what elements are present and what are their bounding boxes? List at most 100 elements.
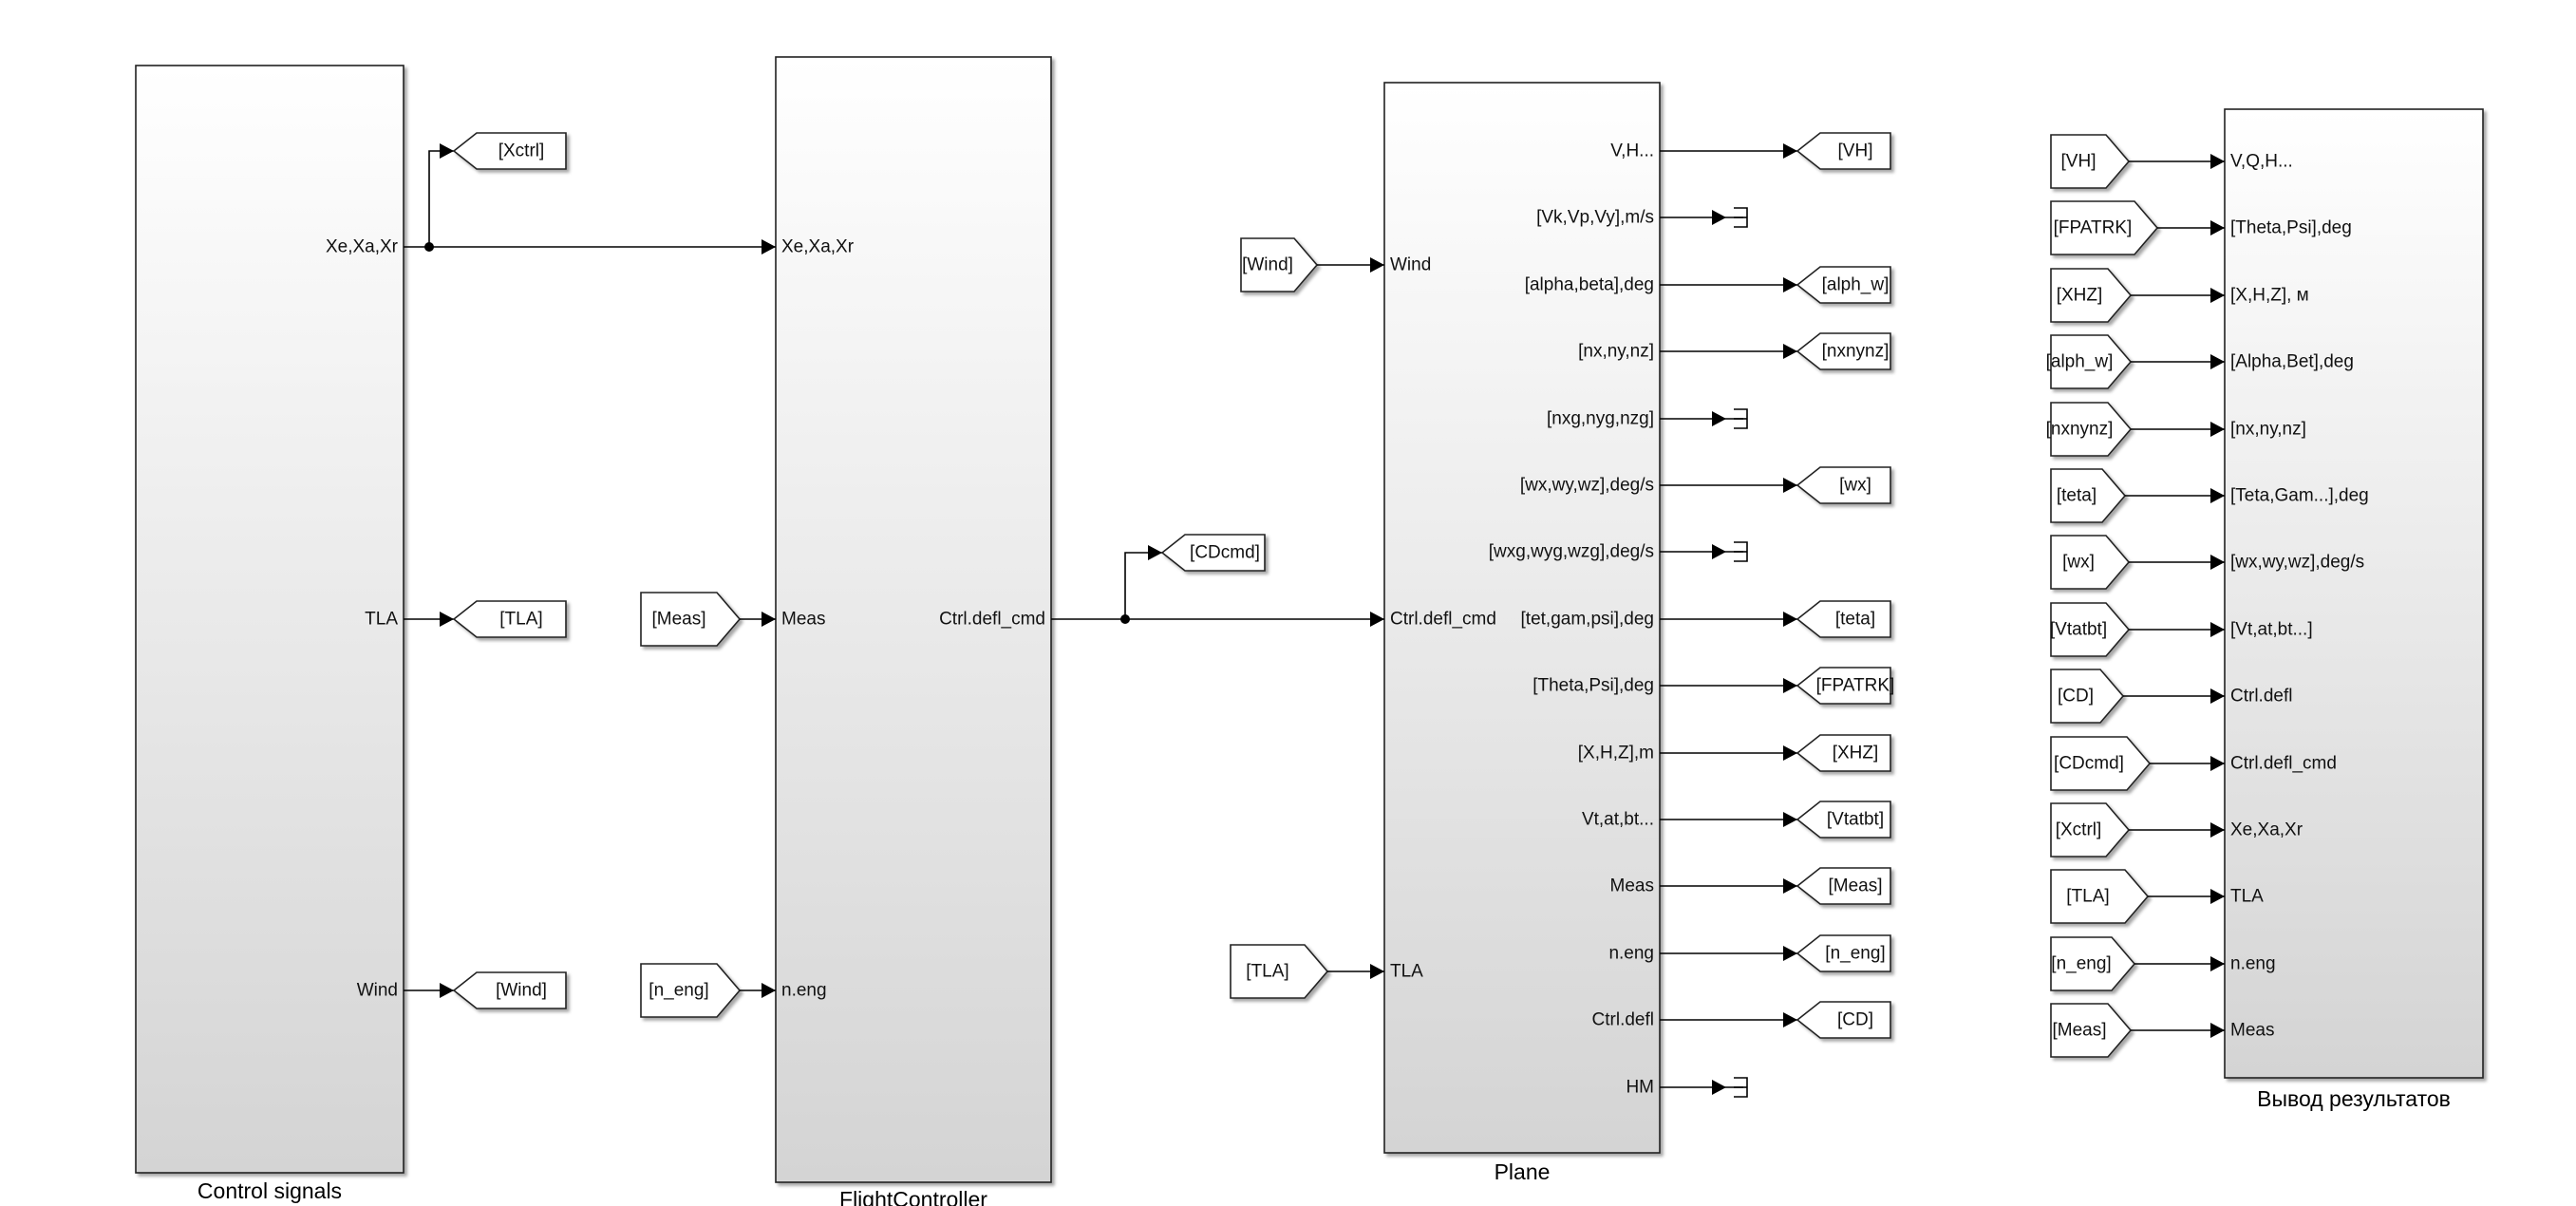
from-results-tag[interactable]: [2050, 134, 2131, 189]
arrow-head: [1783, 1012, 1797, 1027]
arrow-head: [2210, 1023, 2225, 1038]
arrow-head: [2210, 555, 2225, 570]
goto-plane-tag[interactable]: [1796, 600, 1891, 638]
arrow-head: [1712, 210, 1726, 225]
from-tla-plane-label: [TLA]: [1246, 962, 1288, 982]
plane-output-label: [tet,gam,psi],deg: [1521, 610, 1654, 630]
from-results-tag-label: [XHZ]: [2057, 286, 2103, 306]
arrow-head: [1712, 544, 1726, 559]
goto-plane-tag[interactable]: [1796, 667, 1891, 705]
arrow-head: [1783, 678, 1797, 693]
results-input-label: [nx,ny,nz]: [2230, 420, 2306, 440]
results-input-label: [Vt,at,bt...]: [2230, 620, 2313, 640]
goto-plane-tag[interactable]: [1796, 266, 1891, 304]
plane-output-label: [wxg,wyg,wzg],deg/s: [1489, 542, 1654, 562]
from-results-tag[interactable]: [2050, 602, 2131, 657]
arrow-head: [440, 612, 454, 627]
from-n-eng-fc[interactable]: [640, 963, 742, 1018]
goto-tla[interactable]: [452, 600, 567, 638]
from-results-tag[interactable]: [2050, 802, 2131, 857]
goto-xctrl[interactable]: [452, 132, 567, 170]
from-results-tag-label: [n_eng]: [2051, 954, 2111, 974]
results-block[interactable]: [2224, 108, 2484, 1079]
from-results-tag-label: [teta]: [2057, 486, 2097, 506]
from-results-tag-label: [Vtatbt]: [2050, 620, 2107, 640]
goto-plane-tag[interactable]: [1796, 734, 1891, 772]
from-results-tag[interactable]: [2050, 468, 2127, 523]
goto-plane-tag[interactable]: [1796, 934, 1891, 972]
arrow-head: [1783, 277, 1797, 292]
terminator-icon[interactable]: [1726, 541, 1748, 562]
plane-input-label: Wind: [1390, 255, 1431, 275]
from-results-tag[interactable]: [2050, 1003, 2133, 1058]
control-signals-port-label: TLA: [365, 610, 398, 630]
goto-plane-tag[interactable]: [1796, 867, 1891, 905]
results-input-label: Ctrl.defl: [2230, 687, 2292, 707]
goto-plane-tag-label: [CD]: [1837, 1010, 1873, 1030]
from-results-tag[interactable]: [2050, 268, 2133, 323]
from-results-tag[interactable]: [2050, 869, 2150, 924]
arrow-head: [1783, 878, 1797, 894]
plane-title: Plane: [1495, 1159, 1551, 1184]
results-input-label: [Theta,Psi],deg: [2230, 218, 2352, 238]
arrow-head: [1783, 478, 1797, 493]
arrow-head: [1783, 612, 1797, 627]
goto-plane-tag[interactable]: [1796, 1001, 1891, 1039]
arrow-head: [2210, 154, 2225, 169]
from-results-tag[interactable]: [2050, 936, 2136, 991]
goto-plane-tag-label: [n_eng]: [1825, 944, 1885, 964]
flight-controller-input-label: n.eng: [781, 981, 827, 1001]
arrow-head: [1783, 143, 1797, 159]
terminator-icon[interactable]: [1726, 1077, 1748, 1098]
from-results-tag-label: [alph_w]: [2046, 352, 2114, 372]
from-meas-fc[interactable]: [640, 592, 742, 647]
results-input-label: [X,H,Z], м: [2230, 286, 2309, 306]
from-wind-plane[interactable]: [1240, 237, 1319, 292]
from-results-tag[interactable]: [2050, 334, 2133, 389]
from-results-tag[interactable]: [2050, 736, 2152, 791]
from-results-tag[interactable]: [2050, 402, 2133, 457]
flight-controller-input-label: Xe,Xa,Xr: [781, 237, 855, 257]
terminator-icon[interactable]: [1726, 408, 1748, 429]
terminator-icon[interactable]: [1726, 207, 1748, 228]
plane-output-label: Vt,at,bt...: [1582, 810, 1654, 830]
goto-cdcmd[interactable]: [1160, 534, 1266, 572]
control-signals-port-label: Wind: [357, 981, 398, 1001]
arrow-head: [2210, 956, 2225, 971]
goto-plane-tag[interactable]: [1796, 466, 1891, 504]
arrow-head: [1148, 545, 1162, 560]
arrow-head: [2210, 220, 2225, 236]
plane-output-label: [Vk,Vp,Vy],m/s: [1536, 208, 1654, 228]
results-input-label: [wx,wy,wz],deg/s: [2230, 553, 2364, 573]
from-results-tag-label: [Meas]: [2052, 1021, 2106, 1041]
goto-plane-tag-label: [XHZ]: [1833, 744, 1879, 763]
goto-plane-tag-label: [alph_w]: [1822, 275, 1890, 295]
arrow-head: [1783, 946, 1797, 961]
goto-wind[interactable]: [452, 971, 567, 1009]
control-signals-block[interactable]: [135, 65, 404, 1174]
arrow-head: [762, 239, 776, 254]
from-results-tag[interactable]: [2050, 669, 2125, 724]
from-results-tag[interactable]: [2050, 535, 2131, 590]
goto-plane-tag[interactable]: [1796, 132, 1891, 170]
from-results-tag-label: [CD]: [2058, 687, 2094, 707]
from-results-tag-label: [wx]: [2062, 553, 2095, 573]
arrow-head: [2210, 488, 2225, 503]
plane-output-label: V,H...: [1610, 141, 1654, 161]
flight-controller-block[interactable]: [775, 56, 1052, 1183]
arrow-head: [1783, 344, 1797, 359]
results-input-label: Ctrl.defl_cmd: [2230, 754, 2337, 774]
from-results-tag-label: [FPATRK]: [2054, 218, 2133, 238]
from-results-tag-label: [TLA]: [2066, 887, 2109, 907]
from-n-eng-fc-label: [n_eng]: [649, 981, 708, 1001]
results-input-label: TLA: [2230, 887, 2264, 907]
control-signals-port-label: Xe,Xa,Xr: [326, 237, 399, 257]
from-tla-plane[interactable]: [1230, 944, 1329, 999]
from-results-tag[interactable]: [2050, 200, 2159, 255]
goto-plane-tag[interactable]: [1796, 801, 1891, 839]
flight-controller-input-label: Meas: [781, 610, 825, 630]
goto-plane-tag[interactable]: [1796, 332, 1891, 370]
control-signals-title: Control signals: [197, 1178, 342, 1203]
arrow-head: [2210, 622, 2225, 637]
plane-block[interactable]: [1383, 82, 1661, 1154]
